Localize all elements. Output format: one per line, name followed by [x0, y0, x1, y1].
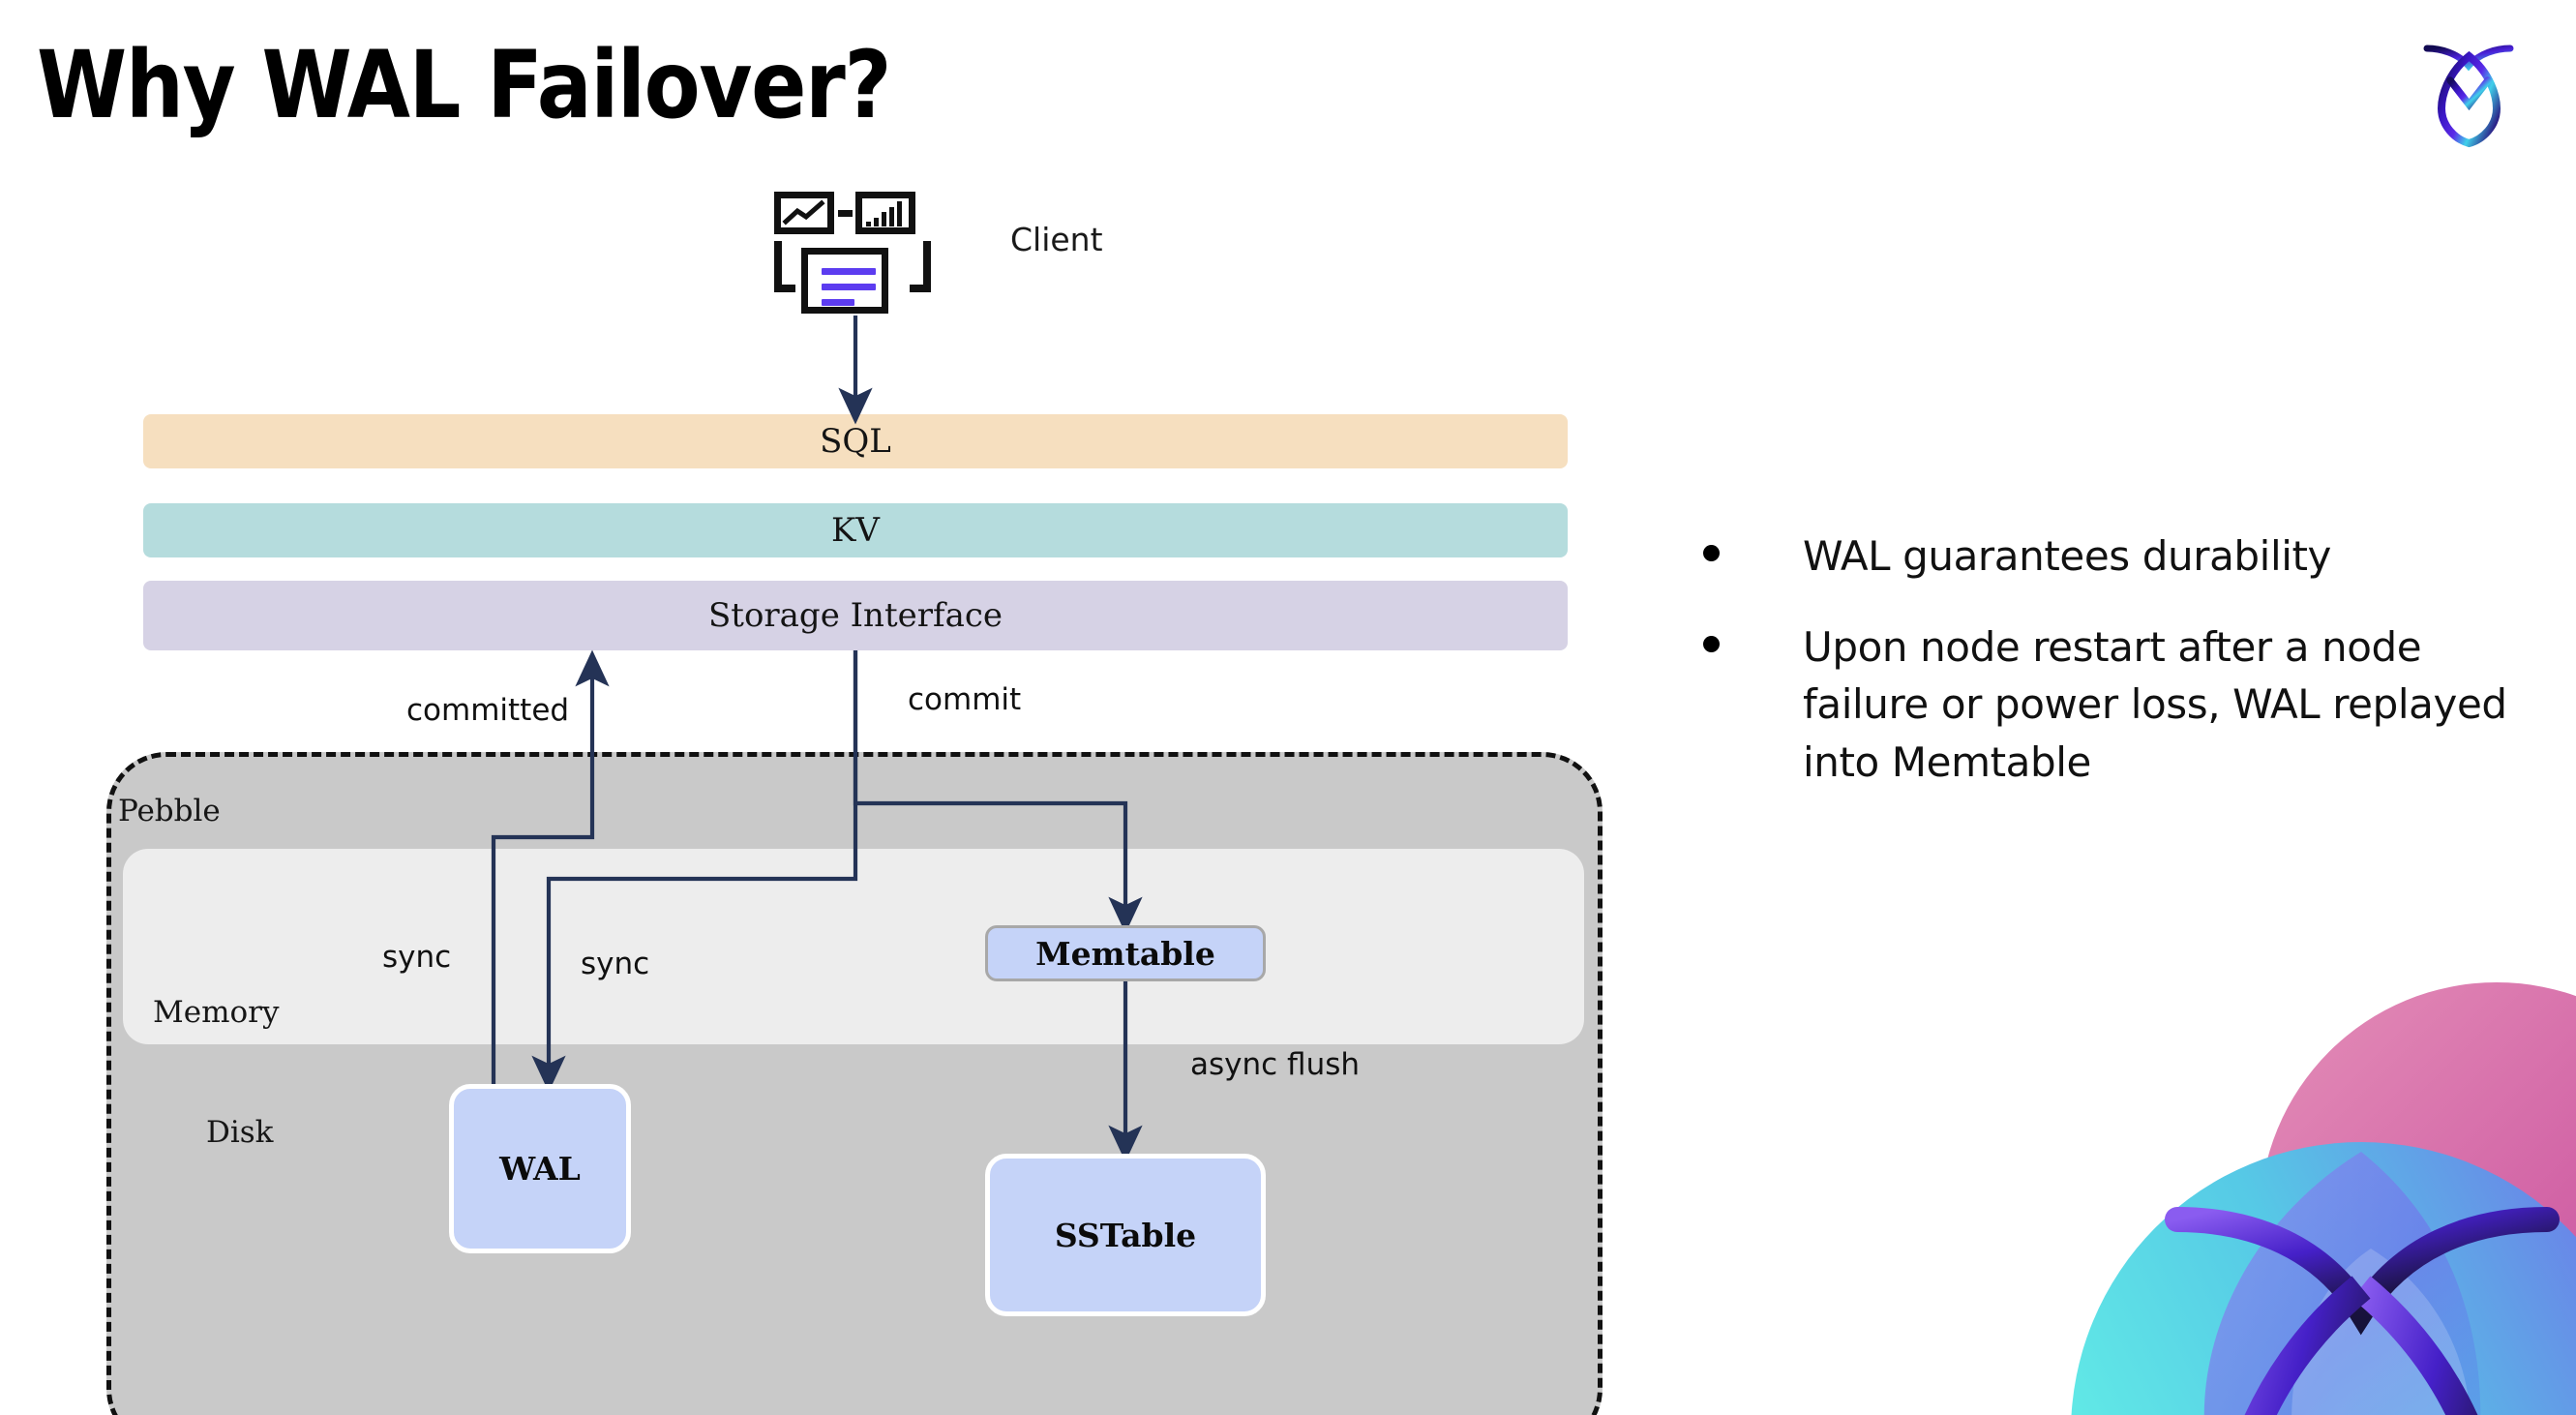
layer-label-storage-interface: Storage Interface — [707, 596, 1003, 635]
edge-label-sync-left: sync — [382, 940, 452, 975]
document-line — [822, 299, 854, 306]
layer-bar-kv: KV — [143, 503, 1568, 557]
client-dashboard-icon — [774, 192, 931, 316]
page-title: Why WAL Failover? — [37, 31, 891, 139]
layer-bar-sql: SQL — [143, 414, 1568, 468]
document-line — [822, 284, 876, 290]
bullet-dot-icon — [1703, 545, 1720, 561]
node-label-memtable: Memtable — [1035, 934, 1215, 973]
node-memtable[interactable]: Memtable — [985, 925, 1266, 981]
layer-label-kv: KV — [831, 511, 880, 550]
node-wal[interactable]: WAL — [449, 1084, 631, 1253]
node-label-wal: WAL — [499, 1150, 581, 1188]
document-icon — [801, 248, 888, 314]
node-label-sstable: SSTable — [1054, 1216, 1197, 1254]
bullet-list: WAL guarantees durability Upon node rest… — [1703, 527, 2516, 825]
client-label: Client — [1010, 221, 1103, 258]
node-sstable[interactable]: SSTable — [985, 1154, 1266, 1316]
bullet-dot-icon — [1703, 635, 1720, 652]
dash-separator-icon — [838, 210, 853, 217]
corner-decoration — [1955, 929, 2576, 1415]
edge-label-committed: committed — [406, 693, 570, 728]
list-item: Upon node restart after a node failure o… — [1703, 618, 2516, 792]
document-line — [822, 268, 876, 275]
bar-chart-icon — [855, 192, 915, 234]
disk-label: Disk — [206, 1115, 274, 1150]
memory-label: Memory — [153, 995, 280, 1030]
line-chart-icon — [774, 192, 834, 234]
pebble-label: Pebble — [118, 794, 221, 828]
cockroachdb-logo-icon — [2411, 27, 2528, 148]
layer-bar-storage-interface: Storage Interface — [143, 581, 1568, 650]
edge-label-async-flush: async flush — [1190, 1047, 1361, 1082]
edge-label-commit: commit — [908, 682, 1022, 717]
layer-label-sql: SQL — [820, 422, 891, 461]
bullet-text: WAL guarantees durability — [1803, 532, 2332, 580]
bracket-right-icon — [910, 241, 931, 292]
list-item: WAL guarantees durability — [1703, 527, 2516, 586]
bracket-left-icon — [774, 241, 795, 292]
pebble-container — [106, 752, 1603, 1415]
bullet-text: Upon node restart after a node failure o… — [1803, 622, 2507, 786]
memory-zone — [123, 849, 1584, 1044]
edge-label-sync-right: sync — [581, 947, 650, 981]
